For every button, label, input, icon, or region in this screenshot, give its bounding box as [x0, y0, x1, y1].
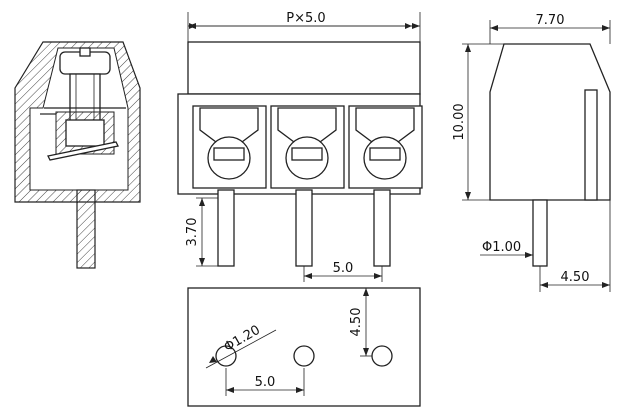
hole-3	[371, 345, 393, 367]
hole-diameter-leader	[205, 329, 277, 369]
section-screw-slot	[79, 47, 91, 57]
side-slot	[584, 89, 598, 201]
front-cavity-2	[270, 105, 345, 189]
pin-offset-label: 4.50	[561, 270, 590, 285]
pin-pitch-label: 5.0	[333, 261, 354, 276]
hole-pitch-label: 5.0	[255, 375, 276, 390]
side-height-label: 10.00	[452, 103, 467, 140]
hole-layout: Φ1.20 5.0 4.50	[187, 287, 421, 407]
section-spring-arm	[47, 141, 119, 161]
side-width-label: 7.70	[536, 13, 565, 28]
pin-length-label: 3.70	[185, 218, 200, 247]
section-view	[14, 41, 141, 269]
hole-offset-label: 4.50	[349, 308, 364, 337]
front-pin-3	[373, 189, 391, 267]
front-view: P×5.0 3.70	[177, 11, 423, 282]
front-cavity-1	[192, 105, 267, 189]
section-pin	[76, 189, 96, 269]
hole-1	[215, 345, 237, 367]
front-pin-2	[295, 189, 313, 267]
front-pitch-label: P×5.0	[286, 11, 325, 26]
front-top-block	[187, 41, 421, 95]
side-view: 7.70 10.00 Φ1.00 4.50	[452, 13, 611, 292]
pin-diameter-label: Φ1.00	[482, 240, 521, 255]
front-cavity-3	[348, 105, 423, 189]
hole-2	[293, 345, 315, 367]
side-pin	[532, 199, 548, 267]
front-pin-1	[217, 189, 235, 267]
